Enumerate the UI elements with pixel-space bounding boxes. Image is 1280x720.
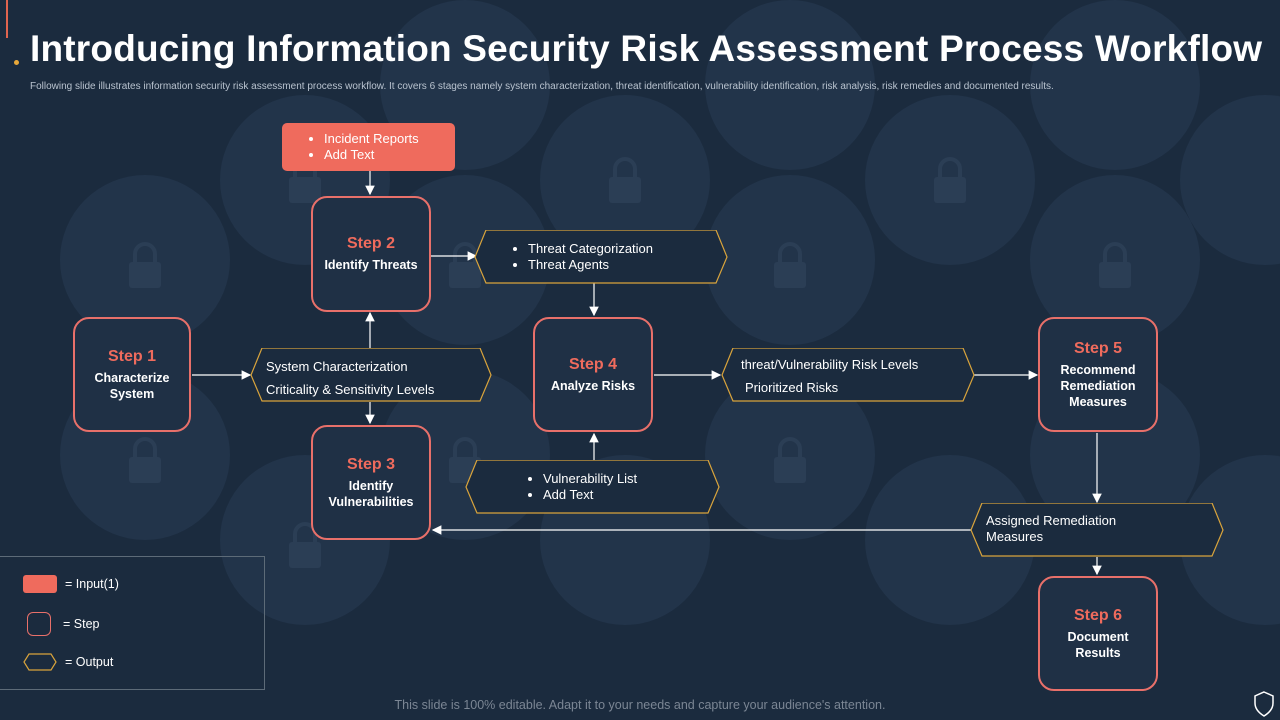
output-system-characterization: System Characterization Criticality & Se…	[250, 348, 492, 402]
output-line: Assigned Remediation	[986, 513, 1117, 528]
legend-step: = Step	[23, 612, 100, 636]
list-item: Threat Agents	[528, 257, 653, 273]
step-number: Step 4	[568, 355, 617, 373]
input-swatch	[23, 575, 57, 593]
legend: = Input(1) = Step = Output	[0, 556, 265, 690]
step-number: Step 3	[346, 455, 395, 473]
lock-icon	[609, 157, 641, 203]
legend-output: = Output	[23, 653, 113, 671]
page-title: Introducing Information Security Risk As…	[30, 28, 1263, 69]
step-4-analyze-risks: Step 4 Analyze Risks	[533, 317, 653, 432]
output-assigned-remediation: Assigned Remediation Measures	[970, 503, 1224, 557]
lock-icon	[774, 437, 806, 483]
shield-icon	[1254, 691, 1274, 717]
step-label: Analyze Risks	[550, 378, 636, 393]
accent-line	[6, 0, 8, 38]
lock-icon	[774, 242, 806, 288]
lock-icon	[129, 242, 161, 288]
step-2-identify-threats: Step 2 Identify Threats	[311, 196, 431, 312]
input-incident-reports: Incident Reports Add Text	[282, 123, 455, 171]
output-line: Prioritized Risks	[745, 380, 839, 395]
output-line: Criticality & Sensitivity Levels	[266, 382, 435, 397]
legend-label: = Step	[63, 617, 100, 631]
output-line: Measures	[986, 529, 1044, 544]
step-number: Step 1	[107, 347, 156, 365]
output-vulnerability-list: Vulnerability List Add Text	[465, 460, 720, 514]
list-item: Add Text	[543, 487, 637, 503]
list-item: Incident Reports	[324, 131, 455, 147]
accent-dot	[14, 60, 19, 65]
step-number: Step 6	[1073, 606, 1122, 624]
step-number: Step 2	[346, 235, 395, 252]
output-threat-categorization: Threat Categorization Threat Agents	[474, 230, 728, 284]
output-line: threat/Vulnerability Risk Levels	[741, 357, 919, 372]
output-line: System Characterization	[266, 359, 408, 374]
list-item: Vulnerability List	[543, 471, 637, 487]
output-swatch	[23, 653, 57, 671]
legend-label: = Output	[65, 655, 114, 669]
step-swatch	[27, 612, 51, 636]
output-risk-levels: threat/Vulnerability Risk Levels Priorit…	[721, 348, 975, 402]
lock-icon	[129, 437, 161, 483]
page-subtitle: Following slide illustrates information …	[30, 81, 1054, 92]
step-label: Identify Threats	[324, 258, 418, 272]
lock-icon	[1099, 242, 1131, 288]
lock-icon	[934, 157, 966, 203]
list-item: Add Text	[324, 147, 455, 163]
list-item: Threat Categorization	[528, 241, 653, 257]
legend-label: = Input(1)	[65, 577, 119, 591]
step-number: Step 5	[1073, 339, 1122, 357]
legend-input: = Input(1)	[23, 575, 119, 593]
footer-note: This slide is 100% editable. Adapt it to…	[394, 698, 886, 712]
